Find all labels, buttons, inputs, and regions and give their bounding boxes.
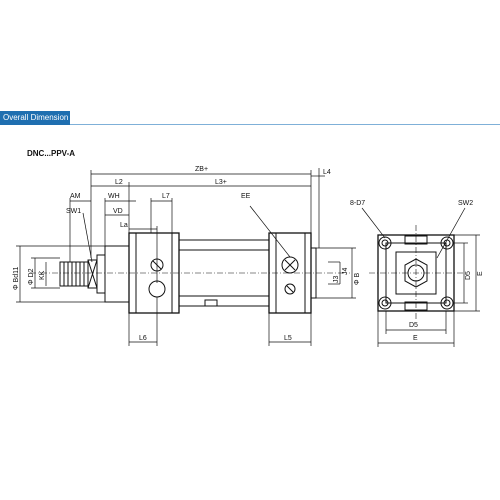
label-ee: EE (241, 193, 251, 200)
dim-zb: ZB+ (195, 166, 208, 173)
rod-bearing (96, 254, 106, 294)
dim-j4: J4 (342, 268, 349, 276)
front-port (148, 280, 166, 298)
dim-b: Φ B (354, 272, 361, 285)
dim-am: AM (70, 193, 81, 200)
dim-l2: L2 (115, 179, 123, 186)
model-code: DNC...PPV-A (27, 149, 76, 158)
label-sw2: SW2 (458, 200, 473, 207)
dim-la: La (120, 222, 128, 229)
dim-l6: L6 (139, 335, 147, 342)
dim-bd11: Φ Bd11 (13, 267, 20, 290)
dim-l3: L3+ (215, 179, 227, 186)
dim-wh: WH (108, 193, 120, 200)
dim-e-vertical: E (477, 271, 484, 276)
dim-e-horizontal: E (413, 335, 418, 342)
dim-l4: L4 (323, 169, 331, 176)
dim-d5-horizontal: D5 (409, 322, 418, 329)
front-flange (104, 245, 130, 303)
dim-l5: L5 (284, 335, 292, 342)
label-d7: 8-D7 (350, 200, 365, 207)
dim-vd: VD (113, 208, 123, 215)
dim-d2: Φ D2 (28, 268, 35, 285)
dim-d5-vertical: D5 (465, 271, 472, 280)
dim-j3: J3 (333, 276, 340, 284)
section-rule (70, 124, 500, 125)
label-sw1: SW1 (66, 208, 81, 215)
section-badge: Overall Dimension (0, 111, 70, 125)
end-view (369, 225, 463, 320)
dim-l7: L7 (162, 193, 170, 200)
dim-kk: KK (39, 270, 46, 280)
